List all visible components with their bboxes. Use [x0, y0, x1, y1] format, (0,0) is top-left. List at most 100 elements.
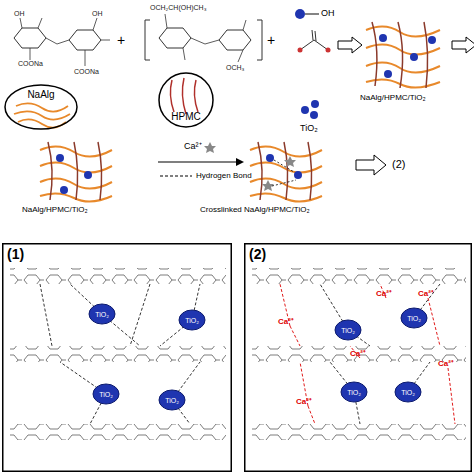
tio2-dot: [311, 100, 319, 108]
tio2-particle-shape: [335, 320, 361, 340]
particle-label: TiO₂: [340, 389, 368, 396]
tio2-dot: [384, 70, 392, 78]
hydrogen-bond: [320, 284, 440, 424]
particle-label: TiO₂: [178, 317, 206, 324]
oh-stick: [305, 13, 319, 14]
calcium-ion: Ca²⁺: [418, 290, 434, 298]
shape-label: NaAlg: [4, 90, 78, 100]
hydrogen-bond: [272, 160, 296, 186]
calcium-star: [204, 142, 216, 153]
particle-label: TiO₂: [334, 327, 362, 334]
plus-sign: +: [117, 33, 125, 47]
plus-sign: +: [267, 33, 275, 47]
chemical-group: OCH₃: [226, 64, 244, 71]
calcium-ion: Ca²⁺: [438, 360, 454, 368]
chemical-group: COONa: [18, 60, 43, 67]
tio2-dot: [294, 171, 302, 179]
process-arrow: [452, 37, 474, 53]
arrow-head: [236, 158, 244, 166]
step-number: (2): [392, 159, 405, 170]
sugar-ring: [219, 30, 251, 50]
bond-line: [300, 30, 328, 50]
tio2-dot: [428, 36, 436, 44]
atom: [298, 48, 303, 53]
process-arrow: [338, 37, 362, 53]
calcium-star: [262, 180, 274, 191]
material-label: NaAlg/HPMC/TiO₂: [360, 94, 425, 102]
tio2-dot: [301, 106, 309, 114]
tio2-dot: [266, 154, 274, 162]
tio2-particle: TiO₂: [340, 381, 368, 403]
panel-label: (2): [249, 247, 266, 261]
calcium-ion: Ca²⁺: [350, 350, 366, 358]
composite-scheme: [366, 22, 440, 88]
chemical-group: OH: [321, 9, 335, 18]
tio2-dot: [56, 154, 64, 162]
hpmc-chain: [372, 22, 428, 88]
tio2-particle: TiO₂: [158, 389, 186, 411]
polymer-chain: [10, 346, 226, 362]
atom: [326, 48, 331, 53]
polymer-chain: [252, 268, 466, 284]
calcium-star: [284, 156, 296, 167]
hpmc-structure: [145, 14, 262, 62]
tio2-dot: [84, 171, 92, 179]
polymer-chain: [10, 268, 226, 284]
chemical-group: COONa: [74, 68, 99, 75]
bond-line: [20, 18, 110, 66]
panel-box-shape: [3, 244, 232, 472]
hpmc-chain: [48, 142, 102, 200]
particle-label: TiO₂: [394, 389, 422, 396]
tio2-dot: [310, 111, 318, 119]
tio2-particle-shape: [159, 390, 185, 410]
sugar-ring: [14, 28, 46, 48]
process-arrow: [356, 155, 386, 175]
composite-scheme: [250, 142, 322, 202]
tio2-particle: TiO₂: [92, 383, 120, 405]
material-label: TiO₂: [300, 124, 318, 133]
naalg-structure: [14, 18, 110, 66]
chemical-group: OCH₂CH(OH)CH₃: [150, 4, 207, 11]
hydrogen-bond: [40, 284, 200, 424]
tio2-particle-shape: [179, 310, 205, 330]
sugar-ring: [159, 28, 191, 48]
tio2-particle-shape: [93, 384, 119, 404]
polymer-chain: [252, 424, 466, 440]
ellipse-node: NaAlg: [4, 84, 78, 130]
tio2-molecule: [298, 30, 331, 53]
shape-label: HPMC: [158, 112, 214, 122]
panel-box-shape: [245, 244, 472, 472]
alginate-chain: [14, 103, 70, 127]
polymer-chain: [10, 424, 226, 440]
tio2-dot: [60, 186, 68, 194]
tio2-particle: TiO₂: [178, 309, 206, 331]
tio2-particle-shape: [89, 304, 115, 324]
tio2-particle-shape: [401, 308, 427, 328]
composite-scheme: [40, 142, 112, 202]
oh-ball: [295, 9, 305, 19]
particle-label: TiO₂: [400, 315, 428, 322]
particle-label: TiO₂: [158, 397, 186, 404]
legend-text: Ca²⁺: [184, 142, 202, 151]
tio2-dot: [379, 34, 387, 42]
material-label: Crosslinked NaAlg/HPMC/TiO₂: [200, 206, 310, 214]
ionic-crosslink: [280, 284, 455, 424]
ellipse-node-shape: [5, 85, 77, 129]
legend-text: Hydrogen Bond: [196, 172, 252, 180]
tio2-particle: TiO₂: [88, 303, 116, 325]
tio2-particle: TiO₂: [334, 319, 362, 341]
hydrogen-bond-swatch: [160, 176, 192, 177]
calcium-ion: Ca²⁺: [296, 398, 312, 406]
particle-label: TiO₂: [88, 311, 116, 318]
tio2-particle-shape: [341, 382, 367, 402]
tio2-particle-shape: [395, 382, 421, 402]
circle-node-shape: [159, 73, 213, 127]
tio2-particle: TiO₂: [400, 307, 428, 329]
calcium-ion: Ca²⁺: [278, 318, 294, 326]
reaction-arrow: [158, 161, 236, 162]
sugar-ring: [69, 30, 101, 50]
tio2-dot: [410, 53, 418, 61]
chemical-group: OH: [14, 10, 25, 17]
